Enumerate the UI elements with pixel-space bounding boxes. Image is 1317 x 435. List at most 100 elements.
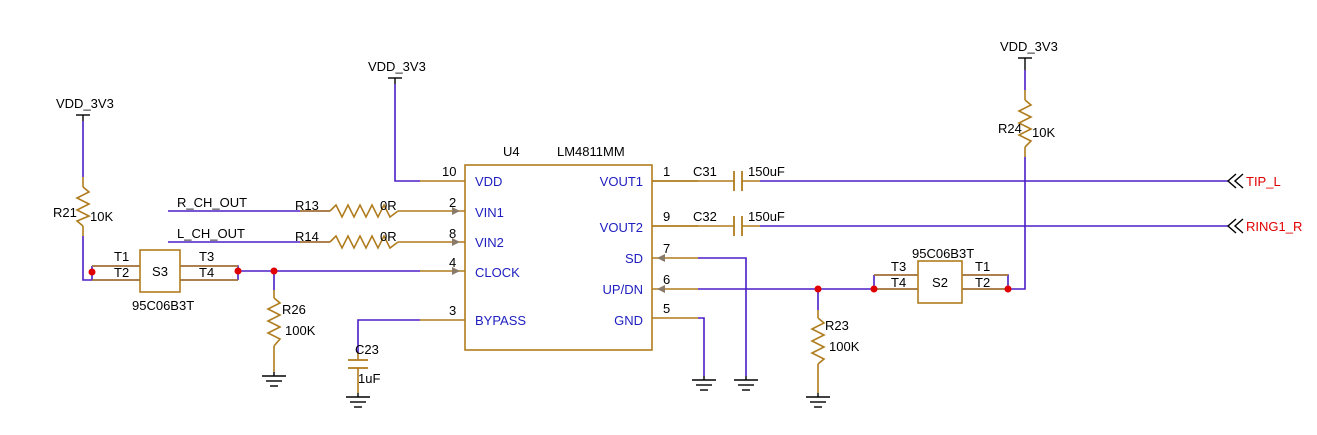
ring1-r-label: RING1_R: [1246, 219, 1302, 234]
junction-r26: [270, 267, 278, 275]
vdd-right-label: VDD_3V3: [1000, 39, 1058, 54]
switch-s2: S2 T3 T4 T1 T2 95C06B3T: [891, 246, 990, 304]
vdd-mid-label: VDD_3V3: [368, 59, 426, 74]
chip-ref: U4: [503, 144, 520, 159]
vin1-arrow-icon: [452, 207, 460, 215]
pin-num-6: 6: [663, 272, 670, 287]
r14-zigzag: [329, 234, 399, 250]
wire-gnd: [698, 317, 705, 376]
junction-s2-right: [1004, 285, 1012, 293]
c23-plates: [348, 359, 368, 369]
pin-name-sd: SD: [625, 251, 643, 266]
wire-r24-s2: [1008, 157, 1026, 290]
pin-num-1: 1: [663, 164, 670, 179]
r14-value: 0R: [380, 229, 397, 244]
r24-value: 10K: [1032, 125, 1055, 140]
vdd-mid-symbol: VDD_3V3: [368, 59, 426, 84]
s3-t1: T1: [114, 249, 129, 264]
net-l-ch-out: L_CH_OUT: [177, 226, 245, 241]
pin-name-vin1: VIN1: [475, 205, 504, 220]
updn-arrow-icon: [657, 285, 665, 293]
wire-bypass: [357, 319, 420, 353]
port-tip-l: TIP_L: [1226, 173, 1281, 189]
pin-name-clock: CLOCK: [475, 265, 520, 280]
s2-t2: T2: [975, 275, 990, 290]
c23-ref: C23: [355, 342, 379, 357]
pin-name-vout2: VOUT2: [600, 220, 643, 235]
junction-s3-right: [234, 267, 242, 275]
s3-body: [139, 249, 181, 293]
c23-value: 1uF: [358, 371, 380, 386]
s2-ref: S2: [932, 275, 948, 290]
pin-name-vout1: VOUT1: [600, 174, 643, 189]
r14-ref: R14: [295, 229, 319, 244]
chip-u4: U4 LM4811MM 10 2 8 4 3: [420, 144, 698, 351]
c32-value: 150uF: [748, 209, 785, 224]
pin-name-vdd: VDD: [475, 174, 502, 189]
gnd-r23-icon: [806, 393, 830, 408]
pin-num-3: 3: [449, 303, 456, 318]
r23-ref: R23: [825, 318, 849, 333]
r23-zigzag: [810, 317, 826, 365]
s3-ref: S3: [152, 264, 168, 279]
component-leads: [82, 90, 1026, 393]
sd-arrow-icon: [657, 254, 665, 262]
r24-ref: R24: [998, 121, 1022, 136]
r13-value: 0R: [380, 198, 397, 213]
s2-t3: T3: [891, 259, 906, 274]
pin-name-gnd: GND: [614, 313, 643, 328]
r21-value: 10K: [90, 209, 113, 224]
junction-s3-left: [88, 268, 96, 276]
c31-value: 150uF: [748, 164, 785, 179]
gnd-pin5-icon: [692, 376, 716, 391]
pin-name-updn: UP/DN: [603, 282, 643, 297]
gnd-r26-icon: [262, 372, 286, 387]
s3-part: 95C06B3T: [132, 298, 194, 313]
s3-t4: T4: [199, 265, 214, 280]
pin-num-4: 4: [449, 255, 456, 270]
vdd-left-label: VDD_3V3: [56, 96, 114, 111]
s2-t1: T1: [975, 259, 990, 274]
pin-num-9: 9: [663, 209, 670, 224]
tip-l-label: TIP_L: [1246, 174, 1281, 189]
switch-s3: S3 T1 T2 T3 T4 95C06B3T: [114, 249, 214, 313]
s2-body: [917, 260, 963, 304]
pin-num-8: 8: [449, 226, 456, 241]
s2-t4: T4: [891, 275, 906, 290]
c32-ref: C32: [693, 209, 717, 224]
s2-part: 95C06B3T: [912, 246, 974, 261]
wires: [82, 70, 1228, 376]
c31-ref: C31: [693, 164, 717, 179]
ring1-r-port-icon: [1226, 218, 1244, 234]
pin-num-2: 2: [449, 195, 456, 210]
vin2-arrow-icon: [452, 238, 460, 246]
wire-vdd-mid-pin10: [394, 84, 420, 182]
tip-l-port-icon: [1226, 173, 1244, 189]
vdd-left-symbol: VDD_3V3: [56, 96, 114, 121]
s3-t3: T3: [199, 249, 214, 264]
c31-plates: [733, 171, 743, 191]
r13-zigzag: [329, 203, 399, 219]
pin-num-7: 7: [663, 241, 670, 256]
clock-arrow-icon: [452, 267, 460, 275]
vdd-right-symbol: VDD_3V3: [1000, 39, 1058, 70]
pin-name-bypass: BYPASS: [475, 313, 526, 328]
pin-num-5: 5: [663, 301, 670, 316]
port-ring1-r: RING1_R: [1226, 218, 1302, 234]
junctions: [88, 267, 1012, 293]
chip-part: LM4811MM: [557, 144, 625, 159]
gnd-sd-icon: [734, 376, 758, 391]
r26-value: 100K: [285, 323, 316, 338]
s3-t2: T2: [114, 265, 129, 280]
pin-name-vin2: VIN2: [475, 235, 504, 250]
r26-zigzag: [266, 297, 282, 347]
junction-r23: [814, 285, 822, 293]
junction-s2-left: [870, 285, 878, 293]
wire-sd: [698, 257, 747, 376]
r21-zigzag: [75, 186, 91, 227]
s3-pin-leads: [92, 265, 238, 281]
r21-ref: R21: [53, 205, 77, 220]
c32-plates: [733, 216, 743, 236]
gnd-c23-icon: [346, 393, 370, 408]
